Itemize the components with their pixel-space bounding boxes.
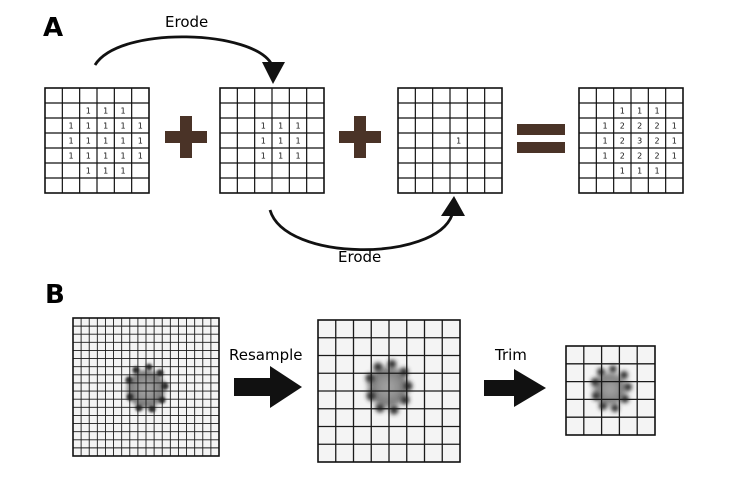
erode-arc-top — [93, 35, 274, 66]
matrix-cell-value: 1 — [120, 137, 125, 146]
matrix-cell-value: 1 — [68, 137, 73, 146]
trim-label: Trim — [494, 346, 527, 364]
erode-label-bottom: Erode — [338, 248, 381, 266]
grid-trimmed-frame — [565, 345, 656, 436]
matrix-cell-value: 1 — [86, 167, 91, 176]
matrix-cell-value: 1 — [86, 122, 91, 131]
matrix-cell-value: 1 — [120, 167, 125, 176]
matrix-cell-value: 1 — [138, 137, 143, 146]
matrix-cell-value: 1 — [261, 152, 266, 161]
panel-b-label: B — [45, 280, 65, 310]
matrix-cell-value: 1 — [295, 152, 300, 161]
matrix-cell-value: 1 — [278, 152, 283, 161]
trim-arrow: Trim — [484, 346, 546, 407]
matrix-cell-value: 2 — [620, 152, 625, 161]
grid-trimmed — [565, 345, 656, 436]
matrix-cell-value: 2 — [654, 122, 659, 131]
grid-resampled-frame — [317, 319, 461, 463]
matrix-cell-value: 2 — [654, 137, 659, 146]
matrix-cell-value: 3 — [637, 137, 642, 146]
grid-original — [72, 317, 220, 457]
image-original — [72, 317, 220, 457]
image-resampled — [317, 319, 461, 463]
matrix-cell-value: 1 — [602, 152, 607, 161]
matrix-cell-value: 1 — [654, 167, 659, 176]
equals-operator — [517, 124, 565, 153]
matrix-cell-value: 1 — [672, 137, 677, 146]
image-trimmed — [565, 345, 656, 436]
matrix-sum: 1 1 1 1 2 2 2 1 1 2 3 2 1 1 2 2 2 1 1 1 1 — [578, 87, 684, 194]
erode-arc-bottom — [268, 209, 454, 252]
matrix-cell-value: 1 — [138, 152, 143, 161]
matrix-cell-value: 1 — [456, 137, 461, 146]
erode-arrowhead-top — [262, 62, 285, 84]
matrix-cell-value: 2 — [620, 122, 625, 131]
matrix-cell-value: 2 — [620, 137, 625, 146]
matrix-cell-value: 1 — [86, 137, 91, 146]
matrix-cell-value: 1 — [120, 122, 125, 131]
matrix-eroded-once: 1 1 1 1 1 1 1 1 1 — [219, 87, 325, 194]
matrix-input: 1 1 1 1 1 1 1 1 1 1 1 1 1 1 1 1 1 1 1 1 1 — [44, 87, 150, 194]
panel-a-label: A — [43, 13, 63, 43]
matrix-cell-value: 1 — [654, 107, 659, 116]
matrix-cell-value: 1 — [620, 167, 625, 176]
matrix-cell-value: 1 — [103, 137, 108, 146]
erode-arrow-top: Erode — [93, 13, 285, 84]
plus-operator-2 — [339, 116, 381, 158]
matrix-cell-value: 1 — [295, 122, 300, 131]
resample-label: Resample — [229, 346, 303, 364]
matrix-cell-value: 1 — [637, 107, 642, 116]
matrix-cell-value: 1 — [637, 167, 642, 176]
matrix-cell-value: 1 — [68, 122, 73, 131]
matrix-cell-value: 1 — [672, 122, 677, 131]
matrix-cell-value: 1 — [138, 122, 143, 131]
matrix-cell-value: 1 — [602, 122, 607, 131]
matrix-cell-value: 1 — [672, 152, 677, 161]
matrix-cell-value: 2 — [637, 152, 642, 161]
matrix-cell-value: 1 — [120, 107, 125, 116]
erode-arrowhead-bottom — [441, 196, 465, 216]
panel-b: B Resample — [45, 280, 656, 463]
resample-arrow: Resample — [229, 346, 303, 408]
matrix-cell-value: 1 — [86, 107, 91, 116]
erode-arrow-bottom: Erode — [268, 196, 465, 266]
matrix-cell-value: 1 — [103, 107, 108, 116]
matrix-cell-value: 2 — [637, 122, 642, 131]
matrix-cell-value: 1 — [103, 152, 108, 161]
matrix-cell-value: 2 — [654, 152, 659, 161]
matrix-cell-value: 1 — [261, 122, 266, 131]
matrix-cell-value: 1 — [602, 137, 607, 146]
matrix-cell-value: 1 — [103, 122, 108, 131]
grid-original-frame — [72, 317, 220, 457]
matrix-cell-value: 1 — [278, 122, 283, 131]
matrix-cell-value: 1 — [261, 137, 266, 146]
plus-operator-1 — [165, 116, 207, 158]
matrix-cell-value: 1 — [295, 137, 300, 146]
grid-resampled — [317, 319, 461, 463]
matrix-cell-value: 1 — [278, 137, 283, 146]
erode-label-top: Erode — [165, 13, 208, 31]
matrix-cell-value: 1 — [86, 152, 91, 161]
matrix-cell-value: 1 — [103, 167, 108, 176]
matrix-cell-value: 1 — [620, 107, 625, 116]
matrix-eroded-twice: 1 — [397, 87, 503, 194]
matrix-cell-value: 1 — [68, 152, 73, 161]
matrix-cell-value: 1 — [120, 152, 125, 161]
